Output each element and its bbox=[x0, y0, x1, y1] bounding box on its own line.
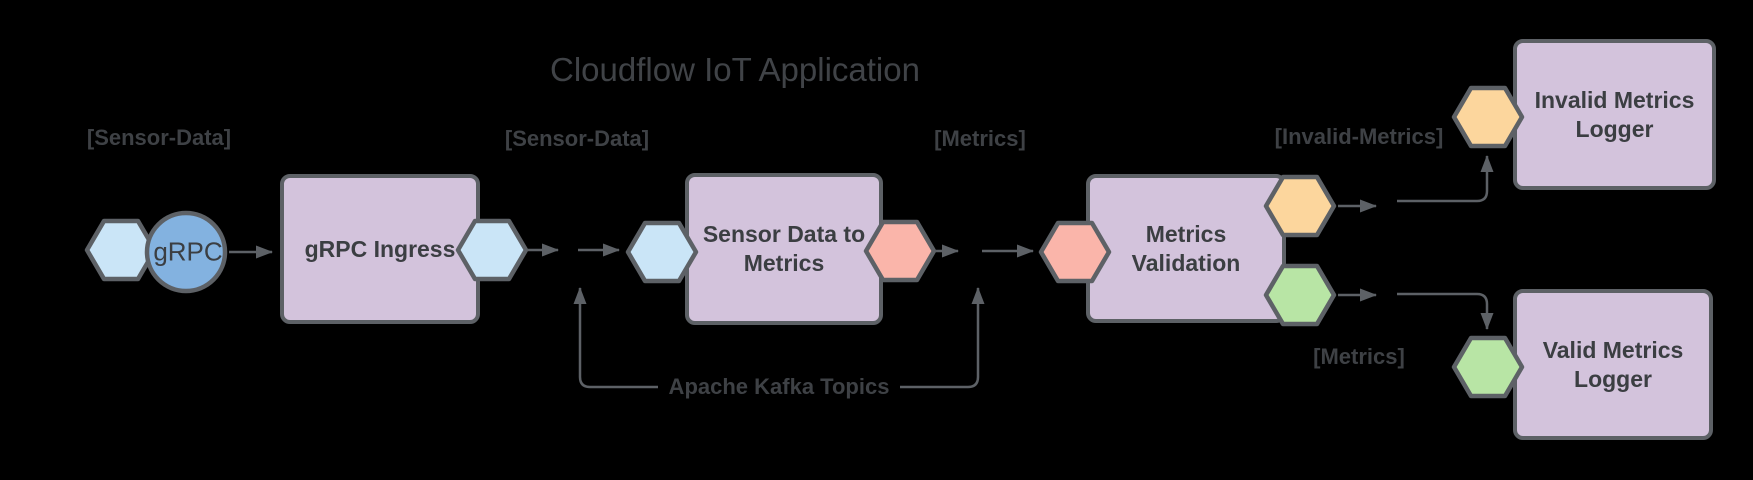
output-port-grpc-ingress[interactable] bbox=[455, 218, 529, 282]
edge-to-invalid-logger-in bbox=[1397, 155, 1494, 203]
kafka-topic-pointer-left bbox=[573, 287, 658, 389]
topic-label-invalid-metrics: [Invalid-Metrics] bbox=[1274, 124, 1444, 149]
edge-to-valid-logger-in bbox=[1397, 292, 1494, 330]
grpc-circle-label: gRPC bbox=[153, 236, 223, 267]
topic-label-sensor-data-1: [Sensor-Data] bbox=[86, 125, 232, 150]
input-port-invalid-metrics-logger[interactable] bbox=[1451, 85, 1525, 149]
output-port-valid-metrics[interactable] bbox=[1263, 263, 1337, 327]
diagram-title: Cloudflow IoT Application bbox=[550, 51, 920, 88]
input-port-sensor-data-to-metrics[interactable] bbox=[625, 220, 699, 284]
topic-label-sensor-data-2: [Sensor-Data] bbox=[504, 126, 650, 151]
kafka-topics-label: Apache Kafka Topics bbox=[668, 374, 890, 399]
ports-group bbox=[84, 85, 1525, 399]
topic-label-metrics-1: [Metrics] bbox=[934, 126, 1026, 151]
input-port-valid-metrics-logger[interactable] bbox=[1451, 335, 1525, 399]
input-port-metrics-validation[interactable] bbox=[1038, 220, 1112, 284]
edges-group bbox=[229, 155, 1494, 389]
grpc-protocol-circle[interactable] bbox=[144, 210, 228, 294]
output-port-invalid-metrics[interactable] bbox=[1263, 174, 1337, 238]
output-port-sensor-data-to-metrics[interactable] bbox=[863, 219, 937, 283]
topic-label-metrics-2: [Metrics] bbox=[1313, 344, 1405, 369]
kafka-topic-pointer-right bbox=[900, 287, 985, 389]
